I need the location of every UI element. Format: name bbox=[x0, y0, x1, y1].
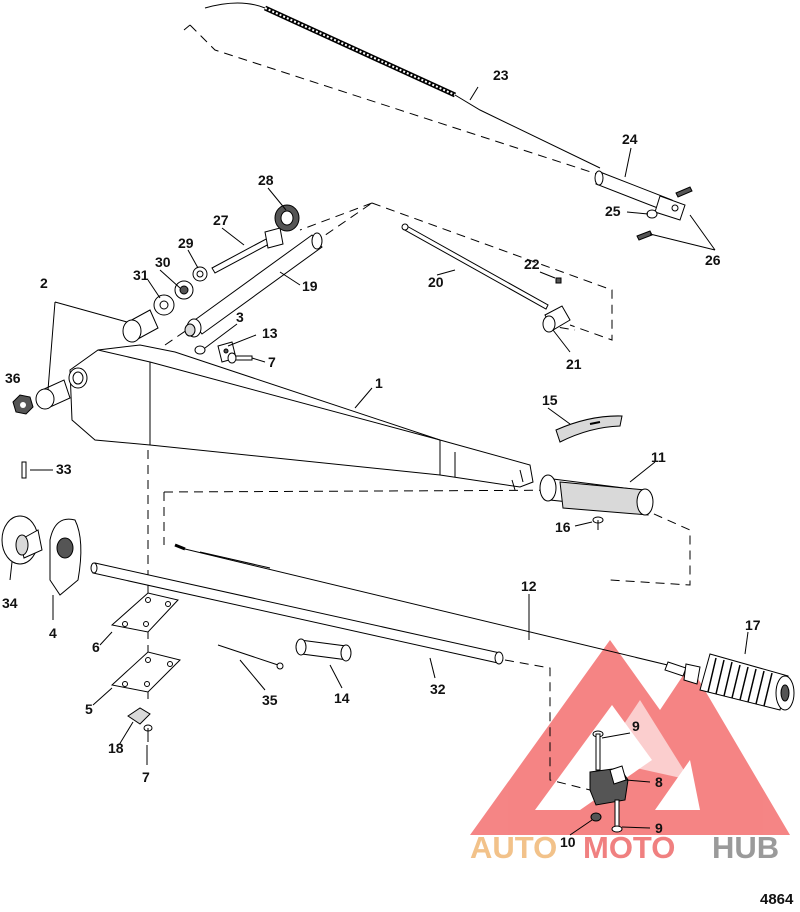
part-8-block bbox=[589, 765, 629, 806]
part-31-spacer bbox=[153, 294, 175, 316]
part-15-decal bbox=[555, 415, 623, 443]
callout-14: 14 bbox=[334, 690, 350, 706]
part-32-tube bbox=[90, 562, 504, 665]
part-19-tube bbox=[184, 232, 323, 338]
watermark-moto: MOTO bbox=[583, 830, 675, 865]
callout-23: 23 bbox=[493, 67, 509, 83]
part-36-nut bbox=[12, 394, 34, 415]
callout-27: 27 bbox=[213, 212, 229, 228]
part-29-washer bbox=[192, 266, 208, 282]
callout-17: 17 bbox=[745, 617, 761, 633]
part-16-screw bbox=[592, 516, 604, 530]
callout-22: 22 bbox=[524, 256, 540, 272]
part-35-rod bbox=[217, 644, 284, 670]
part-34-hub bbox=[1, 515, 43, 565]
part-7-screw-top bbox=[227, 352, 253, 364]
callout-28: 28 bbox=[258, 172, 274, 188]
watermark-logo bbox=[470, 640, 790, 835]
part-1-tiller-arm bbox=[68, 344, 534, 491]
callout-11: 11 bbox=[651, 449, 666, 465]
callout-32: 32 bbox=[430, 681, 446, 697]
callout-36: 36 bbox=[5, 370, 21, 386]
callout-31: 31 bbox=[133, 267, 149, 283]
part-2-bushing-lower bbox=[35, 379, 71, 410]
callout-9-upper: 9 bbox=[632, 718, 640, 734]
callout-leaders bbox=[9, 86, 749, 836]
part-17-grip bbox=[683, 653, 795, 711]
callout-13: 13 bbox=[262, 325, 278, 341]
callout-10: 10 bbox=[560, 834, 576, 850]
callout-33: 33 bbox=[56, 461, 72, 477]
callout-7-bottom: 7 bbox=[142, 769, 150, 785]
callout-20: 20 bbox=[428, 274, 444, 290]
callout-6: 6 bbox=[92, 639, 100, 655]
callout-26: 26 bbox=[705, 252, 721, 268]
part-30-washer bbox=[174, 280, 194, 300]
callout-8: 8 bbox=[655, 774, 663, 790]
part-10-clip bbox=[590, 812, 602, 822]
callout-19: 19 bbox=[302, 278, 318, 294]
part-5-plate bbox=[110, 651, 181, 693]
part-9-bolt-lower bbox=[611, 799, 623, 833]
callout-30: 30 bbox=[155, 254, 171, 270]
part-12-cable bbox=[174, 543, 687, 677]
watermark-auto: AUTO bbox=[470, 830, 557, 865]
part-18-clip bbox=[127, 707, 151, 725]
callout-29: 29 bbox=[178, 235, 194, 251]
callout-15: 15 bbox=[542, 392, 558, 408]
watermark-text: AUTO MOTO HUB bbox=[470, 830, 779, 865]
part-6-plate bbox=[110, 592, 179, 633]
part-28-washer bbox=[274, 204, 300, 232]
part-14-sleeve bbox=[295, 638, 352, 662]
callout-9-lower: 9 bbox=[655, 820, 663, 836]
part-25-pin bbox=[646, 209, 658, 219]
callout-25: 25 bbox=[605, 203, 621, 219]
part-23-cable bbox=[204, 2, 601, 169]
callout-1: 1 bbox=[375, 375, 383, 391]
callout-7-top: 7 bbox=[268, 354, 276, 370]
part-9-bolt-upper bbox=[592, 730, 604, 771]
part-27-bolt bbox=[211, 227, 284, 274]
callout-3: 3 bbox=[236, 309, 244, 325]
callout-35: 35 bbox=[262, 692, 278, 708]
part-4-plate bbox=[49, 518, 82, 596]
part-3-nut bbox=[194, 345, 206, 355]
part-21-collar bbox=[542, 305, 571, 333]
part-11-grip-housing bbox=[539, 474, 654, 516]
callout-21: 21 bbox=[566, 356, 582, 372]
watermark-hub: HUB bbox=[712, 830, 779, 865]
part-2-bushing-upper bbox=[122, 309, 159, 343]
part-33-pin bbox=[21, 461, 27, 479]
part-20-shaft bbox=[401, 223, 549, 310]
callout-16: 16 bbox=[555, 519, 571, 535]
callout-5: 5 bbox=[85, 701, 93, 717]
callout-labels: 23 24 25 26 28 27 29 30 31 19 20 22 21 2… bbox=[2, 67, 761, 850]
part-24-rod bbox=[594, 170, 686, 221]
part-22-setscrew bbox=[555, 277, 562, 284]
callout-4: 4 bbox=[49, 625, 57, 641]
part-7-screw-bottom bbox=[143, 724, 153, 742]
callout-24: 24 bbox=[622, 131, 638, 147]
callout-2: 2 bbox=[40, 275, 48, 291]
callout-34: 34 bbox=[2, 595, 18, 611]
callout-18: 18 bbox=[108, 740, 124, 756]
figure-number: 4864 bbox=[760, 891, 794, 908]
callout-12: 12 bbox=[521, 578, 537, 594]
